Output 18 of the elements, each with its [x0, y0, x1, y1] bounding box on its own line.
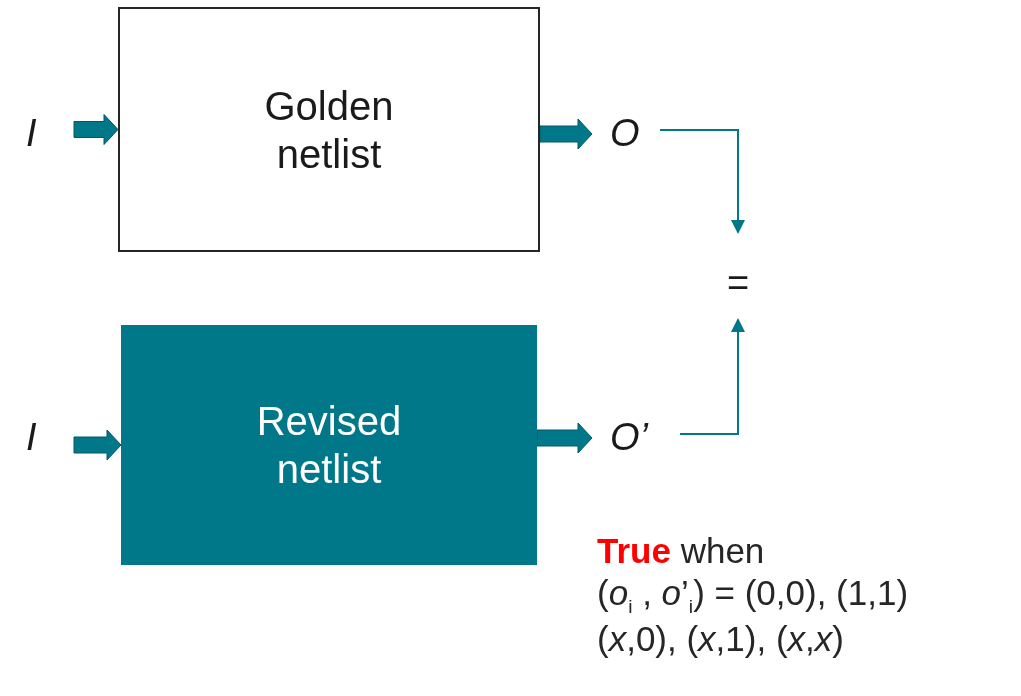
- box-title: Golden netlist: [263, 82, 395, 178]
- netlist-box: [118, 7, 540, 252]
- signal-label: O’: [592, 412, 680, 464]
- equals-sign: =: [722, 262, 754, 306]
- block-arrow: [73, 429, 122, 461]
- signal-label: I: [8, 412, 74, 464]
- condition-text: (x,0), (x,1), (x,x): [597, 618, 845, 661]
- block-arrow: [539, 118, 593, 150]
- signal-label: I: [8, 108, 74, 160]
- block-arrow: [536, 422, 593, 454]
- signal-label: O: [592, 108, 660, 160]
- block-arrow: [73, 114, 119, 145]
- condition-text: True when: [597, 530, 766, 572]
- box-title: Revised netlist: [255, 398, 403, 493]
- connector-arrow: [659, 129, 745, 234]
- netlist-box: [121, 325, 537, 565]
- connector-arrow: [679, 318, 745, 435]
- condition-text: (o$_{i}$ , o’$_{i}$) = (0,0), (1,1): [597, 572, 909, 619]
